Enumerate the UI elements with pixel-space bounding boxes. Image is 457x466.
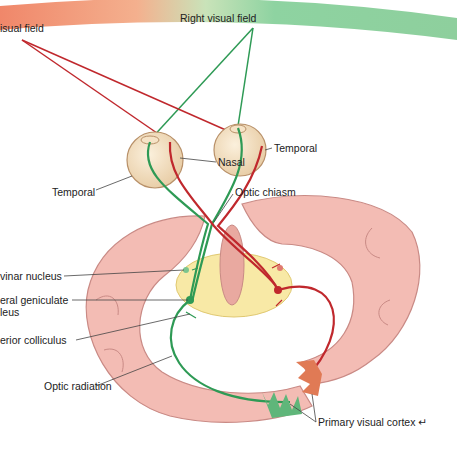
visual-field-band <box>0 0 457 40</box>
left-hemisphere <box>86 216 312 422</box>
structure-label: Optic chiasm <box>235 186 315 198</box>
field-label: Right visual field <box>180 12 300 24</box>
structure-label: erior colliculus <box>0 334 90 346</box>
left-eye <box>127 132 183 188</box>
eye-part-label: Temporal <box>274 142 334 154</box>
right-lgn <box>274 286 282 294</box>
right-visual-cortex <box>296 360 322 396</box>
eye-part-label: Temporal <box>52 186 112 198</box>
field-label: isual field <box>0 22 70 34</box>
left-visual-cortex <box>262 392 302 418</box>
structure-label: Optic radiation <box>44 380 134 392</box>
right-pulvinar <box>277 265 283 271</box>
structure-label: eral geniculate leus <box>0 294 78 318</box>
structure-label: vinar nucleus <box>0 270 80 282</box>
eye-part-label: Nasal <box>218 156 258 168</box>
optic-pathway <box>148 128 334 402</box>
structure-label: Primary visual cortex ↵ <box>318 416 457 428</box>
